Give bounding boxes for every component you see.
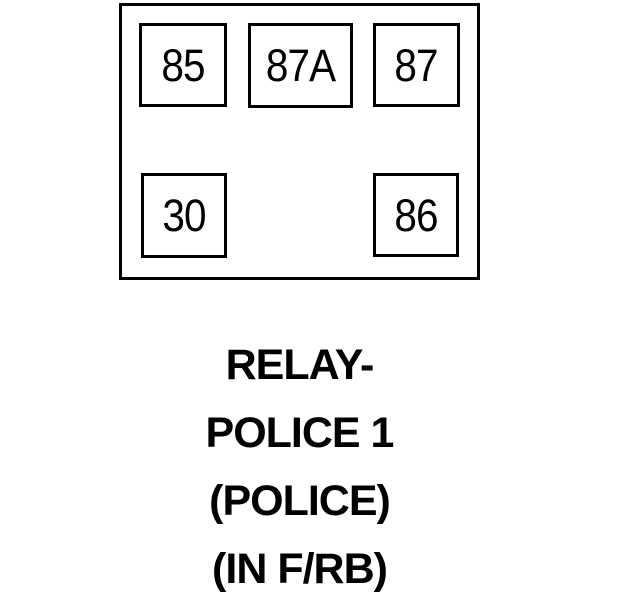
relay-pin-87a-label: 87A [265,40,336,91]
relay-pin-86: 86 [373,173,459,257]
relay-caption: RELAY- POLICE 1 (POLICE) (IN F/RB) [119,331,480,600]
caption-line-4: (IN F/RB) [212,545,388,593]
caption-line-1: RELAY- [225,341,375,389]
relay-pin-87a: 87A [248,23,353,108]
caption-line-3: (POLICE) [209,477,391,525]
relay-pin-30: 30 [141,173,227,258]
relay-pin-86-label: 86 [394,189,438,241]
relay-pin-85: 85 [139,23,227,107]
relay-outline: 85 87A 87 30 86 [119,3,480,280]
relay-pin-30-label: 30 [162,190,206,241]
relay-pin-87: 87 [373,23,460,107]
relay-pin-85-label: 85 [161,39,205,91]
relay-pin-87-label: 87 [394,39,439,91]
caption-line-2: POLICE 1 [205,409,395,457]
